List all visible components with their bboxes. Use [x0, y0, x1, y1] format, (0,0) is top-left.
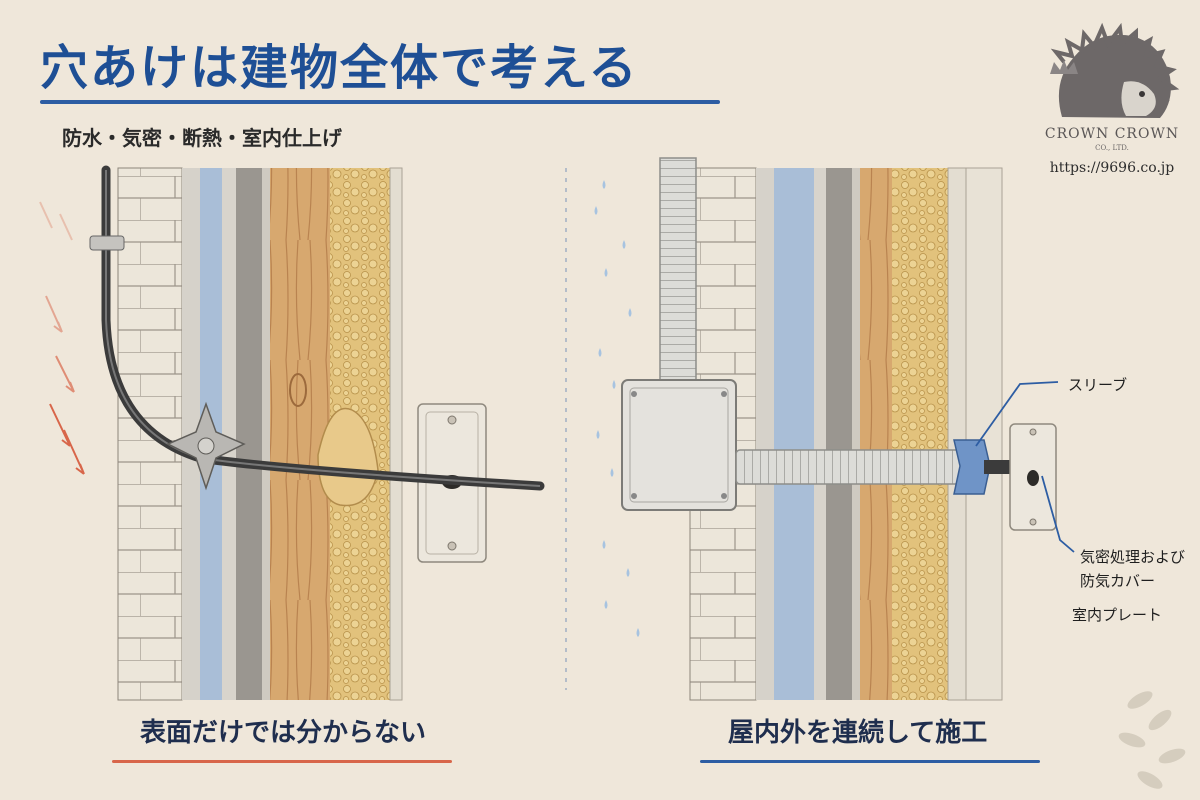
sleeve-label: スリーブ [1068, 376, 1128, 394]
brand-url: https://9696.co.jp [1049, 160, 1175, 176]
left-caption: 表面だけでは分からない [140, 718, 427, 748]
seal-label-line2: 防気カバー [1080, 572, 1156, 590]
page-subtitle: 防水・気密・断熱・室内仕上げ [62, 126, 342, 150]
right-caption: 屋内外を連続して施工 [728, 718, 988, 748]
seal-label-line1: 気密処理および [1080, 548, 1186, 566]
horizontal-conduit [735, 449, 969, 485]
junction-box [621, 379, 737, 511]
right-caption-underline [700, 760, 1040, 763]
plate-label: 室内プレート [1072, 606, 1163, 624]
brand-sub: CO., LTD. [1095, 144, 1129, 152]
sleeve-seal [953, 439, 991, 495]
wind-rain-arrows [39, 201, 85, 475]
page-title: 穴あけは建物全体で考える [40, 40, 639, 96]
rain-drops [594, 180, 640, 637]
left-wall-section [117, 167, 403, 701]
right-indoor-plate [1009, 423, 1057, 531]
hedgehog-crown-icon [1050, 22, 1180, 119]
cable-clip [89, 235, 125, 251]
plant-decoration [1118, 691, 1186, 789]
right-wall-section [689, 167, 1003, 701]
brand-name: CROWN CROWN [1044, 126, 1180, 142]
vertical-conduit [659, 157, 697, 387]
left-caption-underline [112, 760, 452, 763]
title-underline [40, 100, 720, 104]
